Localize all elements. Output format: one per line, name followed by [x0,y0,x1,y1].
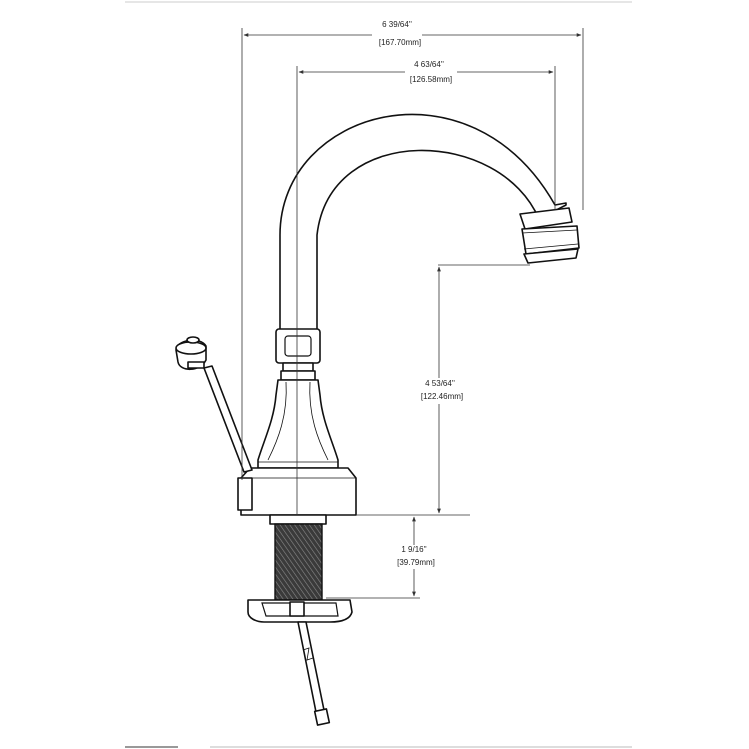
threaded-shank [269,514,327,601]
spout-height-imperial: 4 53/64'' [425,379,455,388]
faucet-body [257,379,339,469]
body-detail-lines [258,381,338,463]
shank-length-metric: [39.79mm] [397,558,435,567]
neck-collar [275,328,321,381]
overall-width-imperial: 6 39/64'' [382,20,412,29]
spout-reach-metric: [126.58mm] [410,75,452,84]
overall-width-metric: [167.70mm] [379,38,421,47]
popup-rod-lower [297,621,331,726]
mounting-nut [247,599,353,623]
spout-height-metric: [122.46mm] [421,392,463,401]
lift-rod [175,336,253,473]
spout [279,113,567,336]
spout-reach-imperial: 4 63/64'' [414,60,444,69]
aerator [519,207,580,264]
shank-length-imperial: 1 9/16'' [401,545,427,554]
